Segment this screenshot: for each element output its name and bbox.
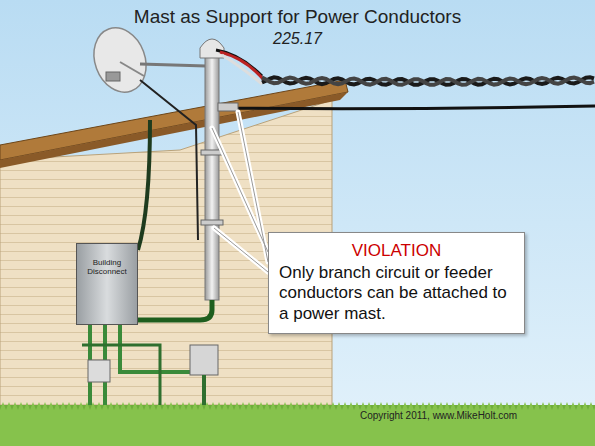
section-number: 225.17	[0, 30, 595, 48]
disconnect-enclosure: Building Disconnect	[76, 243, 138, 325]
node-heading: VIOLATION	[279, 241, 514, 261]
node-body: Only branch circuit or feeder conductors…	[279, 263, 514, 324]
violation-callout: VIOLATIONOnly branch circuit or feeder c…	[268, 232, 525, 334]
node-heading: Building Disconnect	[79, 258, 135, 276]
title: Mast as Support for Power Conductors	[0, 6, 595, 28]
copyright-note: Copyright 2011, www.MikeHolt.com	[360, 410, 517, 421]
